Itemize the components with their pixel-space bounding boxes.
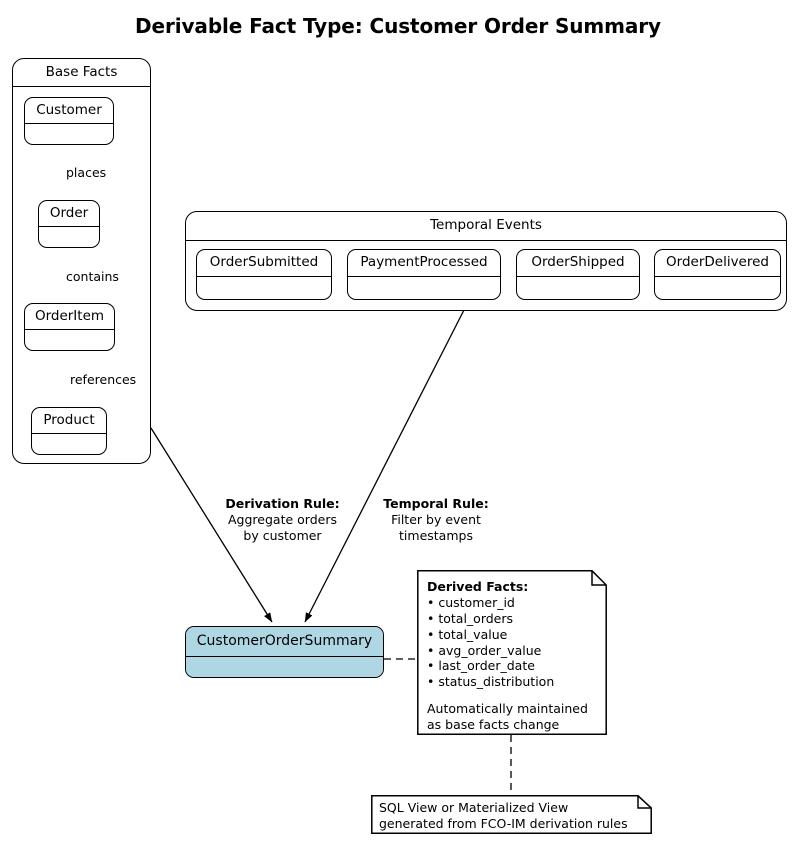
note-derived-facts: Derived Facts: • customer_id • total_ord… [417, 570, 607, 735]
note-derived-facts-spacer [427, 690, 607, 701]
group-temporal-events-title: Temporal Events [186, 212, 786, 241]
entity-ordershipped-name: OrderShipped [517, 250, 639, 277]
note-derived-facts-bullet-4: • last_order_date [427, 658, 535, 674]
note-derived-facts-shape [417, 570, 607, 735]
note-derived-facts-bullet-0: • customer_id [427, 594, 515, 610]
note-sql-view-line1: SQL View or Materialized View [379, 800, 569, 815]
note-sql-view-line2: generated from FCO-IM derivation rules [379, 815, 628, 831]
note-derived-facts-bullet-2: • total_value [427, 626, 508, 642]
note-derived-facts-footer-line2: as base facts change [427, 717, 560, 732]
entity-order-body [39, 227, 99, 247]
entity-paymentprocessed-name: PaymentProcessed [348, 250, 500, 277]
entity-paymentprocessed[interactable]: PaymentProcessed [347, 249, 501, 300]
note-derived-facts-footer-line1: Automatically maintained [427, 701, 588, 717]
entity-paymentprocessed-body [348, 277, 500, 299]
label-temporal-rule-line1: Filter by event [391, 512, 481, 527]
note-sql-view: SQL View or Materialized View generated … [371, 795, 652, 834]
note-derived-facts-bullet-5: • status_distribution [427, 674, 555, 690]
note-sql-view-shape [371, 795, 652, 834]
entity-orderdelivered-body [655, 277, 780, 299]
entity-orderdelivered[interactable]: OrderDelivered [654, 249, 781, 300]
label-derivation-rule-line1: Aggregate orders [228, 512, 337, 527]
page-title: Derivable Fact Type: Customer Order Summ… [135, 14, 661, 38]
entity-ordershipped-body [517, 277, 639, 299]
entity-ordershipped[interactable]: OrderShipped [516, 249, 640, 300]
entity-orderitem[interactable]: OrderItem [24, 303, 115, 351]
label-temporal-rule-line2: timestamps [399, 528, 473, 543]
entity-customer-name: Customer [25, 98, 113, 124]
entity-ordersubmitted-name: OrderSubmitted [197, 250, 331, 277]
entity-customerordersummary-body [186, 657, 383, 677]
note-derived-facts-text: Derived Facts: • customer_id • total_ord… [417, 570, 607, 733]
entity-customer-body [25, 124, 113, 144]
entity-customerordersummary-name: CustomerOrderSummary [186, 627, 383, 657]
note-sql-view-text: SQL View or Materialized View generated … [371, 795, 652, 832]
entity-product[interactable]: Product [31, 407, 107, 455]
note-derived-facts-bullet-3: • avg_order_value [427, 642, 542, 658]
entity-orderitem-body [25, 330, 114, 350]
entity-orderitem-name: OrderItem [25, 304, 114, 330]
label-derivation-rule: Derivation Rule: Aggregate orders by cus… [205, 496, 360, 544]
group-base-facts-title: Base Facts [13, 59, 150, 87]
entity-orderdelivered-name: OrderDelivered [655, 250, 780, 277]
edge-label-references: references [70, 372, 137, 387]
edge-label-contains: contains [66, 269, 119, 284]
label-temporal-rule: Temporal Rule: Filter by event timestamp… [368, 496, 504, 544]
entity-product-name: Product [32, 408, 106, 434]
label-derivation-rule-head: Derivation Rule: [225, 496, 340, 511]
note-derived-facts-head: Derived Facts: [427, 579, 529, 594]
entity-product-body [32, 434, 106, 454]
entity-customerordersummary[interactable]: CustomerOrderSummary [185, 626, 384, 678]
edge-label-places: places [66, 165, 107, 180]
entity-ordersubmitted-body [197, 277, 331, 299]
entity-ordersubmitted[interactable]: OrderSubmitted [196, 249, 332, 300]
entity-order-name: Order [39, 201, 99, 227]
entity-order[interactable]: Order [38, 200, 100, 248]
label-temporal-rule-head: Temporal Rule: [383, 496, 489, 511]
entity-customer[interactable]: Customer [24, 97, 114, 145]
label-derivation-rule-line2: by customer [243, 528, 322, 543]
note-derived-facts-bullet-1: • total_orders [427, 610, 514, 626]
